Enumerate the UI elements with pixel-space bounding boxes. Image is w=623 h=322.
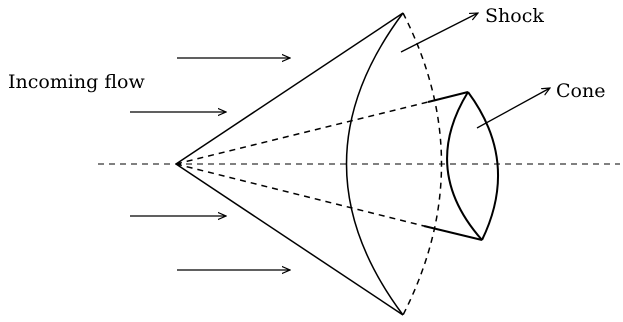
cone-label: Cone: [556, 80, 605, 102]
cone-lower-edge-hidden: [175, 163, 425, 227]
cone-pointer-arrow: [476, 88, 550, 129]
incoming-flow-label: Incoming flow: [8, 71, 145, 93]
cone-upper-edge: [427, 91, 469, 103]
shock-lower-edge: [175, 163, 404, 316]
shock-base-front: [345, 12, 404, 316]
cone-upper-edge-hidden: [175, 101, 429, 165]
shock-pointer-arrow: [400, 13, 478, 53]
shock-label: Shock: [485, 5, 544, 27]
cone-base-back: [467, 91, 499, 241]
cone-base-front: [446, 91, 483, 241]
cone-lower-edge: [423, 225, 483, 241]
shock-upper-edge: [175, 12, 404, 165]
shock-base-back: [402, 12, 443, 316]
